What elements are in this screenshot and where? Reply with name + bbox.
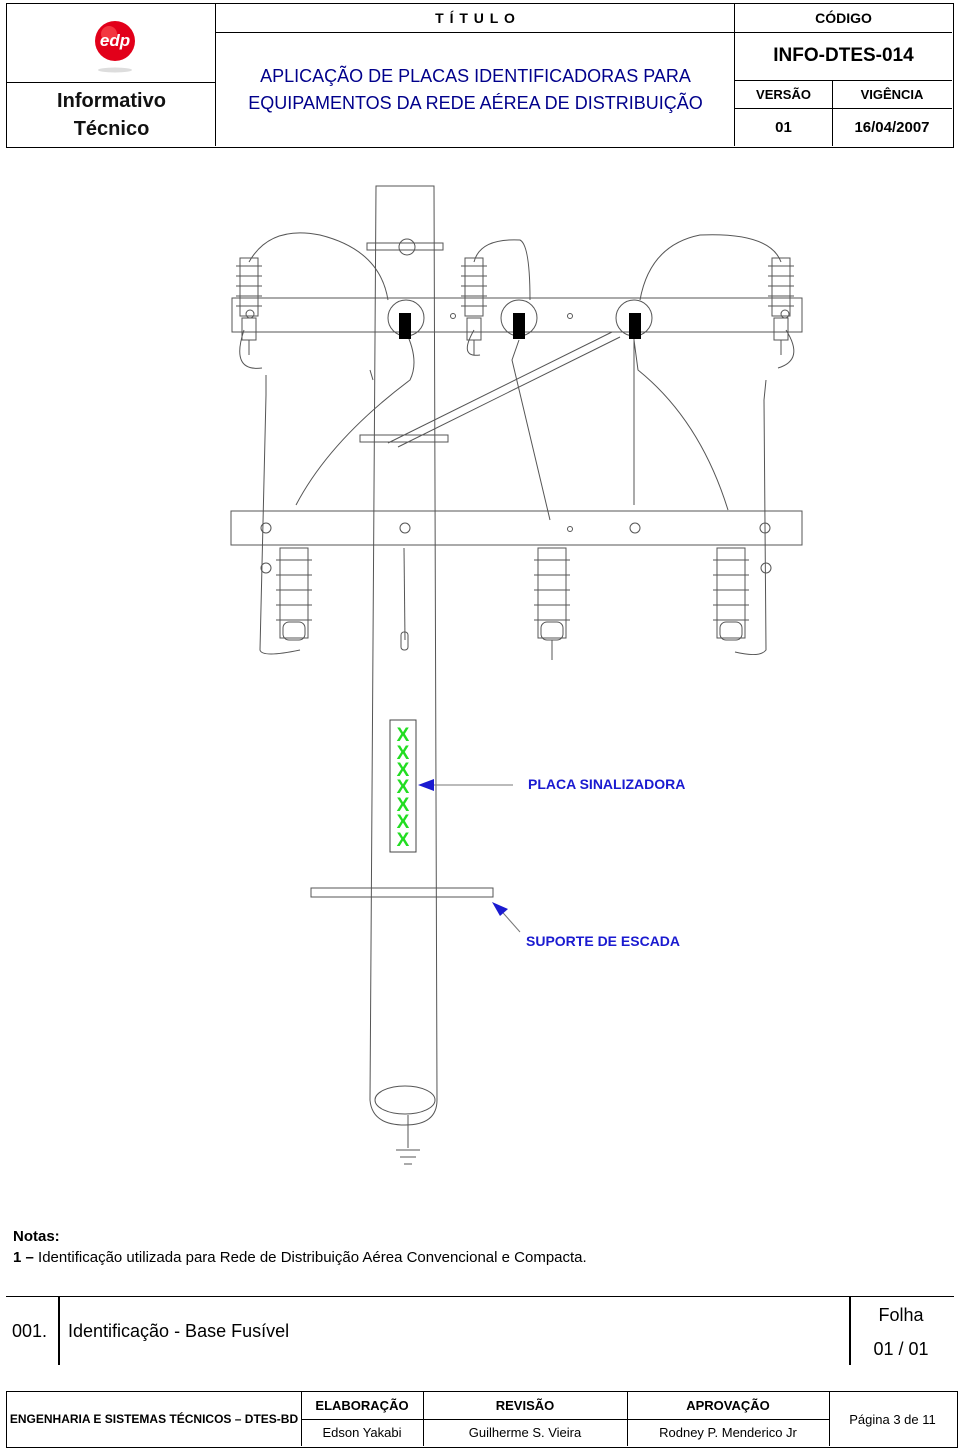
fuse-cutout-left	[260, 547, 312, 641]
ladder-support	[310, 887, 494, 898]
doc-type-line1: Informativo	[57, 90, 166, 112]
plate-mark: X	[397, 795, 410, 816]
pole-base	[374, 1085, 436, 1115]
codigo-value: INFO-DTES-014	[735, 32, 952, 81]
plate-marks: X X X X X X X	[397, 725, 410, 851]
aprovacao-value: Rodney P. Menderico Jr	[627, 1419, 830, 1446]
approval-footer: ENGENHARIA E SISTEMAS TÉCNICOS – DTES-BD…	[6, 1391, 958, 1448]
page-number: Página 3 de 11	[849, 1411, 936, 1427]
label-placa: PLACA SINALIZADORA	[528, 776, 685, 792]
logo-cell: edp Informativo Técnico	[7, 4, 216, 146]
department: ENGENHARIA E SISTEMAS TÉCNICOS – DTES-BD	[7, 1392, 302, 1446]
insulator-center	[461, 257, 487, 355]
note-number: 1	[13, 1249, 22, 1266]
note-dash: –	[25, 1249, 34, 1266]
label-suporte: SUPORTE DE ESCADA	[526, 933, 680, 949]
plate-mark: X	[397, 743, 410, 764]
lower-crossarm	[230, 510, 803, 546]
doc-type-line2: Técnico	[73, 118, 150, 140]
pole-drawing: X X X X X X X PLACA SINALIZADORA SUPORTE…	[230, 185, 803, 1165]
sign-plate	[389, 719, 417, 853]
versao-label: VERSÃO	[735, 80, 833, 109]
fuse-holder-left	[399, 313, 411, 339]
fuse-cutout-right	[713, 547, 772, 641]
logo-text: edp	[100, 31, 130, 50]
versao-value: 01	[735, 108, 833, 146]
codigo-label: CÓDIGO	[735, 4, 952, 33]
folha-label: Folha	[878, 1305, 924, 1325]
edp-logo: edp	[95, 21, 135, 73]
header-block: edp Informativo Técnico T Í T U L O APLI…	[6, 3, 954, 148]
titulo-label: T Í T U L O	[216, 4, 735, 33]
plate-mark: X	[397, 830, 410, 851]
insulator-left	[236, 257, 262, 355]
notes-title: Notas:	[13, 1228, 60, 1245]
revisao-label: REVISÃO	[423, 1392, 628, 1420]
insulator-right	[768, 257, 794, 355]
revisao-value: Guilherme S. Vieira	[423, 1419, 628, 1446]
note-text: Identificação utilizada para Rede de Dis…	[38, 1249, 587, 1266]
plate-mark: X	[397, 777, 410, 798]
item-code: 001.	[12, 1321, 48, 1341]
utility-pole	[369, 185, 438, 1126]
elaboracao-value: Edson Yakabi	[301, 1419, 424, 1446]
folha-value: 01 / 01	[873, 1339, 929, 1359]
arrow-placa	[418, 779, 434, 791]
arrow-suporte	[492, 902, 508, 916]
vigencia-label: VIGÊNCIA	[832, 80, 952, 109]
fuse-holder-right	[629, 313, 641, 339]
notes: Notas: 1 – Identificação utilizada para …	[13, 1226, 587, 1268]
vigencia-value: 16/04/2007	[854, 118, 930, 136]
aprovacao-label: APROVAÇÃO	[627, 1392, 830, 1420]
title-line2: EQUIPAMENTOS DA REDE AÉREA DE DISTRIBUIÇ…	[248, 93, 703, 113]
note-item: 1 – Identificação utilizada para Rede de…	[13, 1247, 587, 1268]
item-footer: 001. Identificação - Base Fusível Folha …	[6, 1296, 954, 1367]
title-cell: T Í T U L O APLICAÇÃO DE PLACAS IDENTIFI…	[216, 4, 735, 146]
doc-type: Informativo Técnico	[7, 82, 216, 146]
plate-mark: X	[397, 725, 410, 746]
fuse-holder-center	[513, 313, 525, 339]
fuse-cutout-center	[534, 547, 570, 660]
plate-mark: X	[397, 760, 410, 781]
code-cell: CÓDIGO INFO-DTES-014 VERSÃO VIGÊNCIA 01 …	[735, 4, 952, 146]
title-line1: APLICAÇÃO DE PLACAS IDENTIFICADORAS PARA	[260, 66, 691, 86]
item-description: Identificação - Base Fusível	[68, 1321, 290, 1341]
elaboracao-label: ELABORAÇÃO	[301, 1392, 424, 1420]
plate-mark: X	[397, 812, 410, 833]
